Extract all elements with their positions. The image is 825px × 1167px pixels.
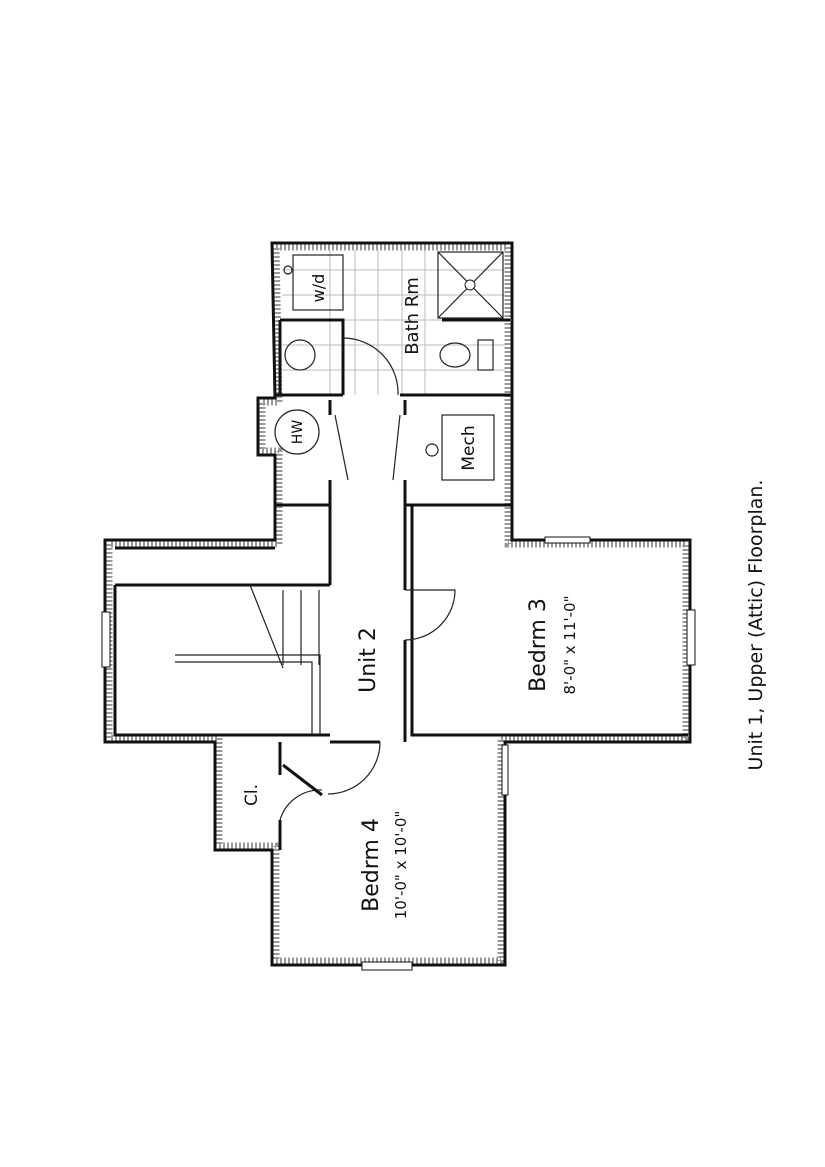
washer-dryer-label: w/d (309, 274, 328, 303)
mech-unit (441, 414, 495, 481)
bedroom3-size: 8'-0" x 11'-0" (561, 595, 579, 694)
fixtures (274, 251, 504, 481)
washer-dryer (292, 254, 344, 311)
doors (279, 337, 456, 821)
bedroom4-size: 10'-0" x 10'-0" (392, 811, 410, 920)
water-heater (274, 409, 320, 455)
hw-label: HW (290, 420, 306, 445)
toilet (439, 342, 471, 368)
exterior-wall-hatch (105, 243, 690, 965)
bath-tile-grid (282, 250, 505, 395)
bath-label: Bath Rm (402, 277, 423, 355)
bedroom4-name: Bedrm 4 (359, 818, 384, 912)
stairs (175, 584, 321, 735)
shower (437, 251, 504, 319)
mech-label: Mech (459, 425, 479, 470)
closet-label: Cl. (242, 784, 262, 806)
interior-walls (113, 318, 688, 850)
bedroom3-name: Bedrm 3 (526, 598, 551, 692)
windows (101, 536, 696, 971)
unit-label: Unit 2 (356, 627, 381, 693)
plan-title: Unit 1, Upper (Attic) Floorplan. (745, 480, 767, 771)
exterior-wall (103, 241, 692, 967)
sink (284, 339, 316, 371)
